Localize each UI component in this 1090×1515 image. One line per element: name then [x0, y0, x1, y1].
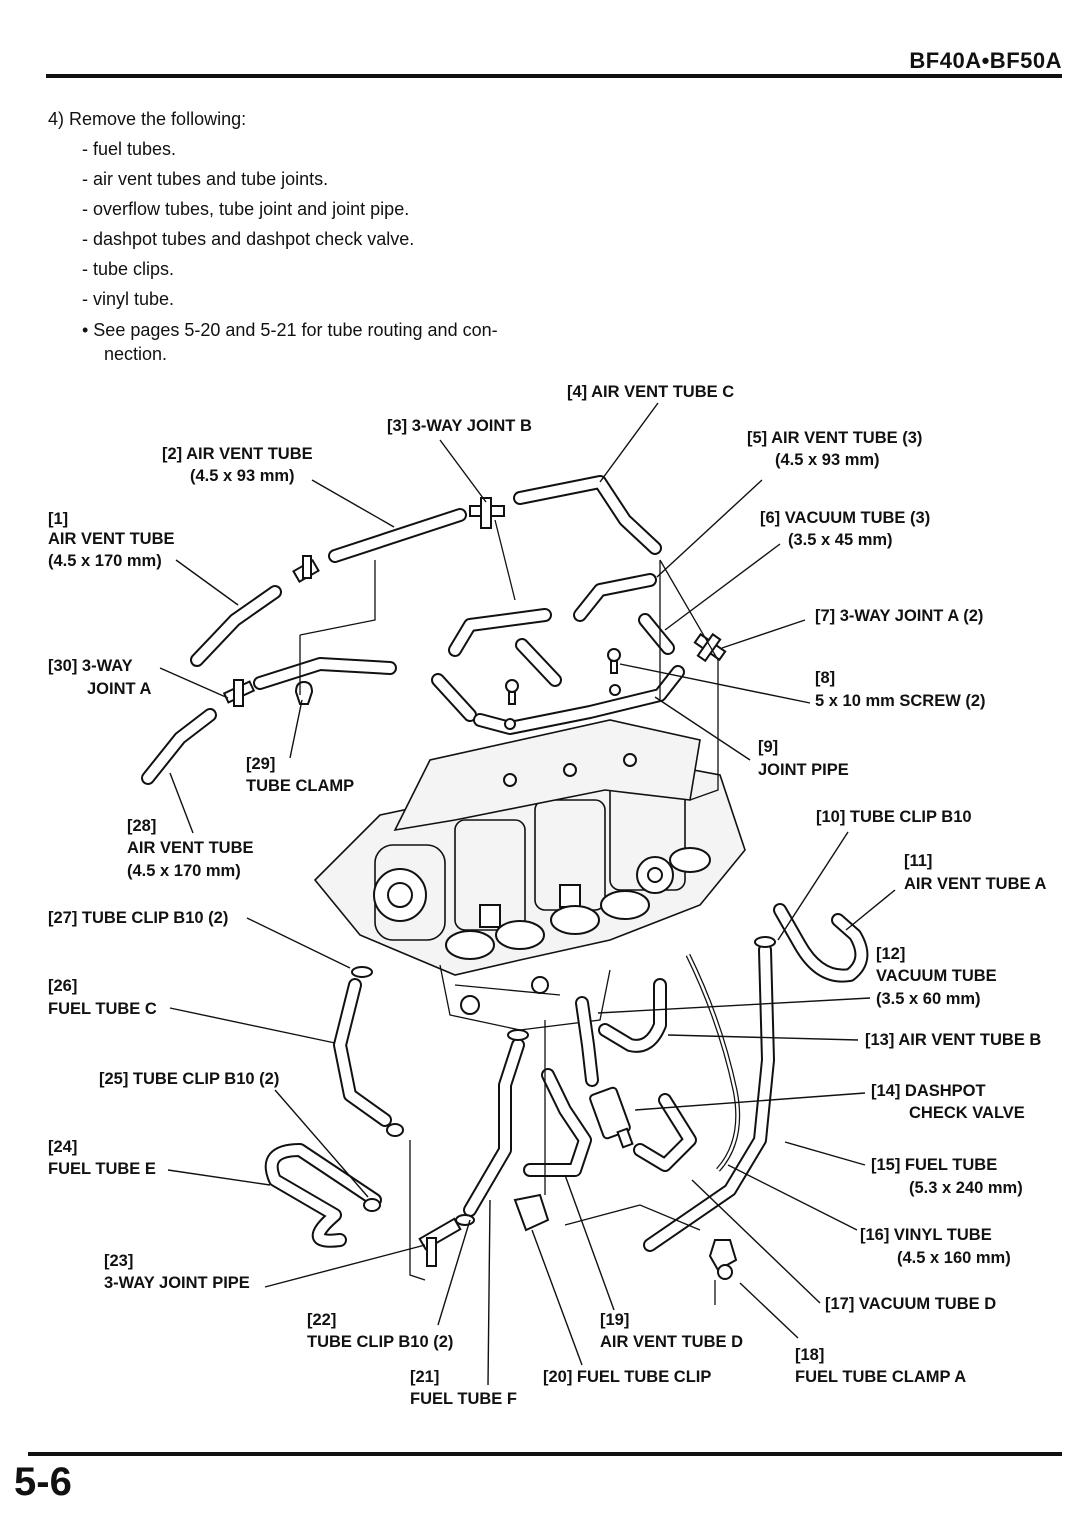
callout-10: [10] TUBE CLIP B10: [816, 808, 972, 826]
callout-12-size: (3.5 x 60 mm): [876, 990, 981, 1008]
callout-5-name: [5] AIR VENT TUBE (3): [747, 429, 922, 447]
callout-1-size: (4.5 x 170 mm): [48, 552, 162, 570]
instruction-item: - dashpot tubes and dashpot check valve.: [82, 229, 415, 249]
callout-18-name: FUEL TUBE CLAMP A: [795, 1368, 966, 1386]
carburetor-assembly: [313, 719, 746, 1031]
callout-9-name: JOINT PIPE: [758, 761, 849, 779]
callout-30-number: [30] 3-WAY: [48, 657, 133, 675]
dashpot-check-valve-icon: [589, 1086, 634, 1149]
instruction-item: - fuel tubes.: [82, 139, 177, 159]
callout-26-number: [26]: [48, 977, 77, 995]
callout-1-name: AIR VENT TUBE: [48, 530, 175, 548]
note-line: nection.: [104, 344, 168, 364]
callout-21-name: FUEL TUBE F: [410, 1390, 517, 1408]
callout-29-name: TUBE CLAMP: [246, 777, 354, 795]
callout-20: [20] FUEL TUBE CLIP: [543, 1368, 711, 1386]
page-header-title: BF40A•BF50A: [909, 48, 1062, 73]
callout-16-size: (4.5 x 160 mm): [897, 1249, 1011, 1267]
instruction-item: - air vent tubes and tube joints.: [82, 169, 329, 189]
instruction-item: - overflow tubes, tube joint and joint p…: [82, 199, 410, 219]
callout-28-name: AIR VENT TUBE: [127, 839, 254, 857]
three-way-joint-icon: [292, 555, 320, 584]
footer-rule: [28, 1452, 1062, 1456]
callout-17: [17] VACUUM TUBE D: [825, 1295, 996, 1313]
three-way-joint-a-icon: [693, 632, 727, 663]
callout-19-name: AIR VENT TUBE D: [600, 1333, 743, 1351]
callout-15-size: (5.3 x 240 mm): [909, 1179, 1023, 1197]
callout-24-name: FUEL TUBE E: [48, 1160, 156, 1178]
callout-23-number: [23]: [104, 1252, 133, 1270]
lower-tubes: [264, 903, 869, 1305]
callout-30-name: JOINT A: [87, 680, 152, 698]
callout-9-number: [9]: [758, 738, 778, 756]
callout-7: [7] 3-WAY JOINT A (2): [815, 607, 983, 625]
callout-14-name: [14] DASHPOT: [871, 1082, 986, 1100]
page-number: 5-6: [14, 1460, 72, 1504]
header-rule: [46, 74, 1062, 78]
callout-8-name: 5 x 10 mm SCREW (2): [815, 692, 986, 710]
callout-21-number: [21]: [410, 1368, 439, 1386]
screw-icon: [607, 648, 621, 674]
callout-2-name: [2] AIR VENT TUBE: [162, 445, 313, 463]
callout-12-name: VACUUM TUBE: [876, 967, 997, 985]
callout-5-size: (4.5 x 93 mm): [775, 451, 880, 469]
fuel-tube-clamp-icon: [708, 1239, 738, 1280]
callout-19-number: [19]: [600, 1311, 629, 1329]
callout-14-name-line2: CHECK VALVE: [909, 1104, 1025, 1122]
callout-11-name: AIR VENT TUBE A: [904, 875, 1046, 893]
callout-23-name: 3-WAY JOINT PIPE: [104, 1274, 250, 1292]
upper-tubes: [141, 475, 727, 801]
callout-3: [3] 3-WAY JOINT B: [387, 417, 532, 435]
callout-4: [4] AIR VENT TUBE C: [567, 383, 734, 401]
callout-6-name: [6] VACUUM TUBE (3): [760, 509, 930, 527]
callout-18-number: [18]: [795, 1346, 824, 1364]
screw-icon: [505, 679, 519, 705]
callout-22-name: TUBE CLIP B10 (2): [307, 1333, 453, 1351]
three-way-joint-pipe-icon: [418, 1217, 462, 1267]
callout-13: [13] AIR VENT TUBE B: [865, 1031, 1041, 1049]
note-line: • See pages 5-20 and 5-21 for tube routi…: [82, 320, 498, 340]
leader-lines: [159, 402, 896, 1386]
tube-clamp-icon: [294, 680, 314, 705]
callout-29-number: [29]: [246, 755, 275, 773]
instruction-item: - tube clips.: [82, 259, 175, 279]
instructions-block: 4) Remove the following: - fuel tubes. -…: [48, 104, 498, 366]
instruction-item: - vinyl tube.: [82, 289, 175, 309]
callout-28-size: (4.5 x 170 mm): [127, 862, 241, 880]
fuel-tube-clip-icon: [513, 1193, 550, 1232]
callout-22-number: [22]: [307, 1311, 336, 1329]
callout-labels: [1] AIR VENT TUBE (4.5 x 170 mm) [2] AIR…: [48, 383, 1046, 1408]
callout-16-name: [16] VINYL TUBE: [860, 1226, 992, 1244]
three-way-joint-a-icon: [222, 679, 256, 707]
callout-26-name: FUEL TUBE C: [48, 1000, 157, 1018]
callout-12-number: [12]: [876, 945, 905, 963]
callout-2-size: (4.5 x 93 mm): [190, 467, 295, 485]
callout-24-number: [24]: [48, 1138, 77, 1156]
callout-11-number: [11]: [904, 852, 932, 870]
step-heading: 4) Remove the following:: [48, 109, 247, 129]
callout-1-number: [1]: [48, 510, 68, 528]
callout-15-name: [15] FUEL TUBE: [871, 1156, 997, 1174]
callout-25: [25] TUBE CLIP B10 (2): [99, 1070, 279, 1088]
callout-27: [27] TUBE CLIP B10 (2): [48, 909, 228, 927]
three-way-joint-b-icon: [469, 497, 505, 529]
callout-28-number: [28]: [127, 817, 156, 835]
callout-8-number: [8]: [815, 669, 835, 687]
callout-6-size: (3.5 x 45 mm): [788, 531, 893, 549]
